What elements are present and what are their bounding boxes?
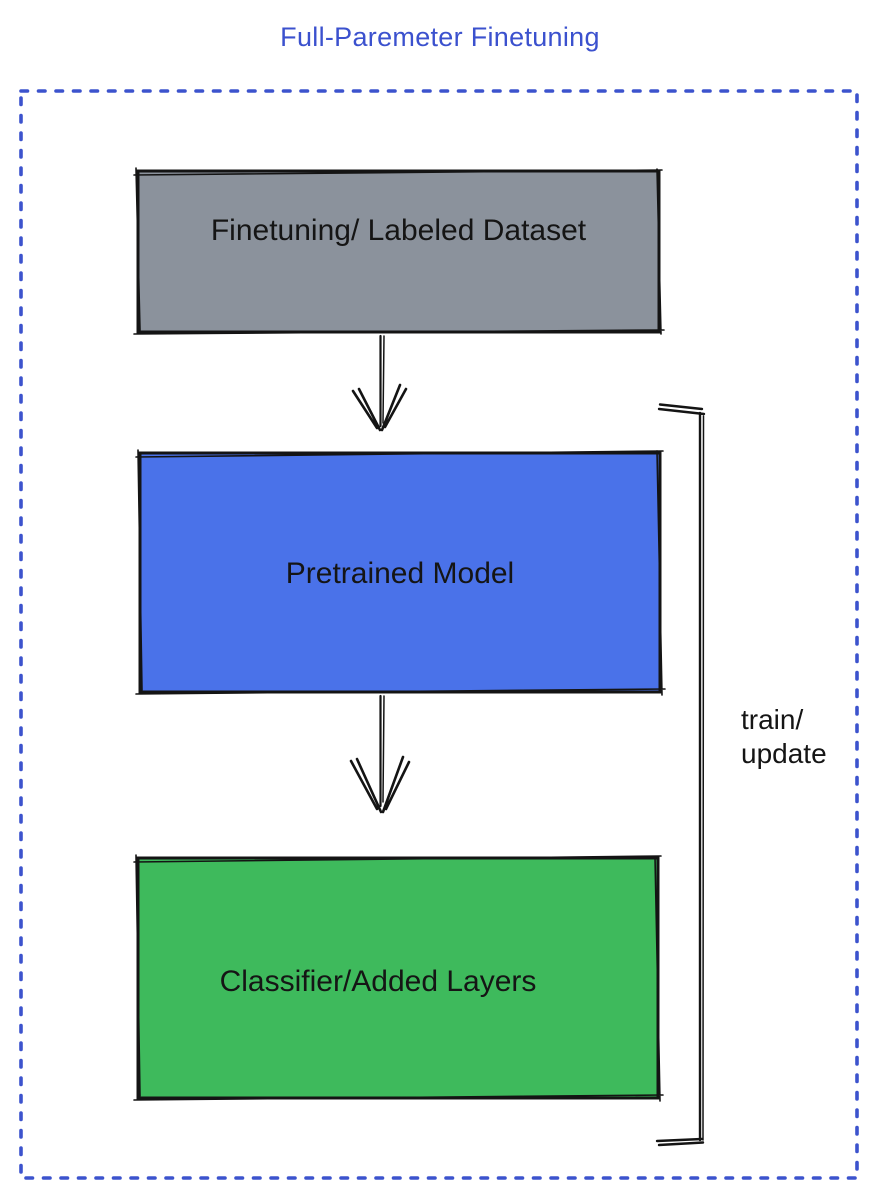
train-update-bracket [655, 403, 706, 1147]
bracket-label-line-1: train/ [741, 704, 804, 735]
node-classifier-box [133, 854, 664, 1102]
node-pretrained-box [135, 449, 666, 696]
bracket-label: train/ update [741, 703, 827, 771]
node-dataset-label: Finetuning/ Labeled Dataset [210, 214, 587, 247]
node-pretrained-label: Pretrained Model [285, 557, 515, 590]
node-classifier-label: Classifier/Added Layers [219, 965, 537, 998]
arrow-pretrained-to-classifier [349, 694, 411, 814]
node-dataset-sketch-stroke [133, 167, 665, 335]
node-dataset-box [133, 167, 665, 335]
diagram-title: Full-Paremeter Finetuning [280, 22, 600, 52]
node-pretrained-sketch-stroke [135, 449, 666, 696]
bracket-label-line-2: update [741, 738, 827, 770]
arrow-dataset-to-pretrained [351, 334, 408, 432]
node-classifier-sketch-stroke [133, 854, 664, 1102]
